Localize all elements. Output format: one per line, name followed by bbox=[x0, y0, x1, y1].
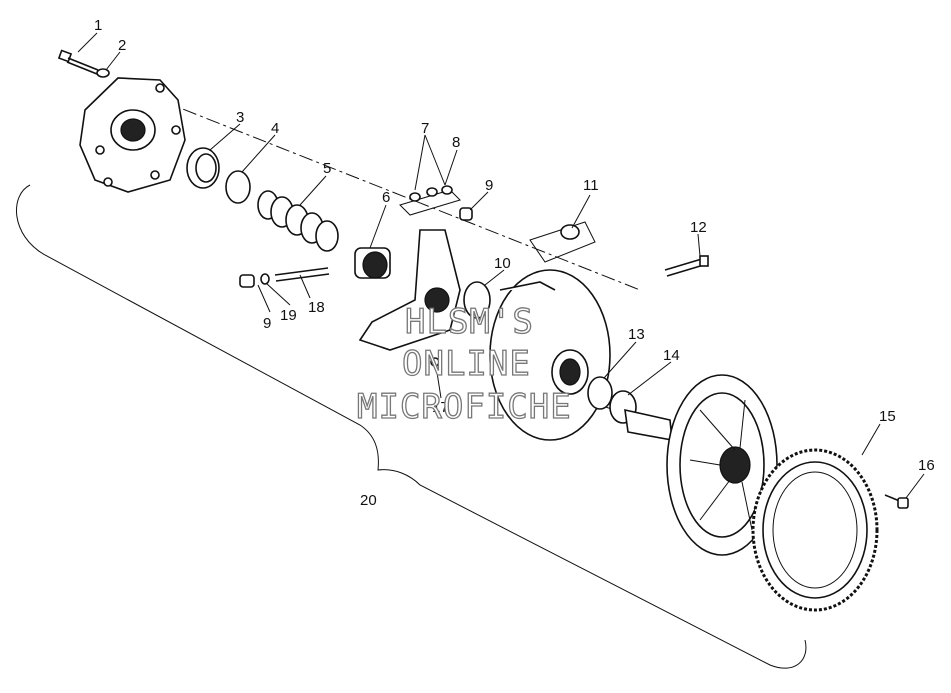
bolt-part-1 bbox=[57, 49, 99, 75]
snap-ring-part-4 bbox=[225, 170, 251, 204]
callout-5: 5 bbox=[323, 160, 331, 177]
bearing-ring-part-3 bbox=[186, 147, 220, 189]
callout-17: 17 bbox=[432, 399, 449, 416]
assembly-bracket bbox=[16, 184, 807, 669]
spring-part-5 bbox=[257, 190, 339, 252]
callout-9-lower: 9 bbox=[263, 315, 271, 332]
center-axis bbox=[159, 99, 641, 291]
callout-8: 8 bbox=[452, 134, 460, 151]
callout-11: 11 bbox=[583, 177, 599, 194]
pin-assembly-9-19-18 bbox=[239, 267, 330, 288]
hardware-parts-7-8 bbox=[399, 185, 461, 216]
callout-13: 13 bbox=[628, 326, 645, 343]
washer-part-2 bbox=[96, 68, 110, 78]
cover-plate bbox=[79, 77, 186, 193]
screw-part-16 bbox=[884, 494, 909, 509]
callout-2: 2 bbox=[118, 37, 126, 54]
shaft-pulley bbox=[624, 374, 778, 556]
watermark-line-2: ONLINE bbox=[402, 344, 531, 384]
lever-arm-hub bbox=[424, 287, 450, 313]
callout-20: 20 bbox=[360, 492, 377, 509]
watermark-line-3: MICROFICHE bbox=[357, 387, 572, 427]
leader-lines bbox=[77, 32, 925, 499]
ring-part-13 bbox=[587, 376, 613, 410]
callout-19: 19 bbox=[280, 307, 297, 324]
callout-18: 18 bbox=[308, 299, 325, 316]
watermark-line-1: HLSM'S bbox=[405, 302, 534, 342]
bushing-part-6 bbox=[354, 247, 391, 279]
callout-15: 15 bbox=[879, 408, 896, 425]
seal-part-10 bbox=[463, 281, 491, 319]
screw-part-17 bbox=[430, 357, 440, 367]
callout-labels: 1 2 3 4 5 6 7 8 9 10 11 12 13 14 15 16 9… bbox=[94, 17, 935, 509]
pin-part-12 bbox=[664, 255, 709, 277]
callout-16: 16 bbox=[918, 457, 935, 474]
clutch-housing bbox=[489, 269, 611, 441]
ring-gear-part-15 bbox=[751, 448, 879, 612]
callout-4: 4 bbox=[271, 120, 279, 137]
callout-12: 12 bbox=[690, 219, 707, 236]
callout-10: 10 bbox=[494, 255, 511, 272]
watermark: HLSM'S ONLINE MICROFICHE bbox=[356, 301, 572, 427]
callout-7: 7 bbox=[421, 120, 429, 137]
callout-9: 9 bbox=[485, 177, 493, 194]
callout-1: 1 bbox=[94, 17, 102, 34]
clip-part-11 bbox=[529, 221, 596, 263]
callout-14: 14 bbox=[663, 347, 680, 364]
callout-3: 3 bbox=[236, 109, 244, 126]
cap-part-9 bbox=[459, 207, 473, 221]
lever-arm bbox=[358, 229, 461, 351]
callout-6: 6 bbox=[382, 189, 390, 206]
